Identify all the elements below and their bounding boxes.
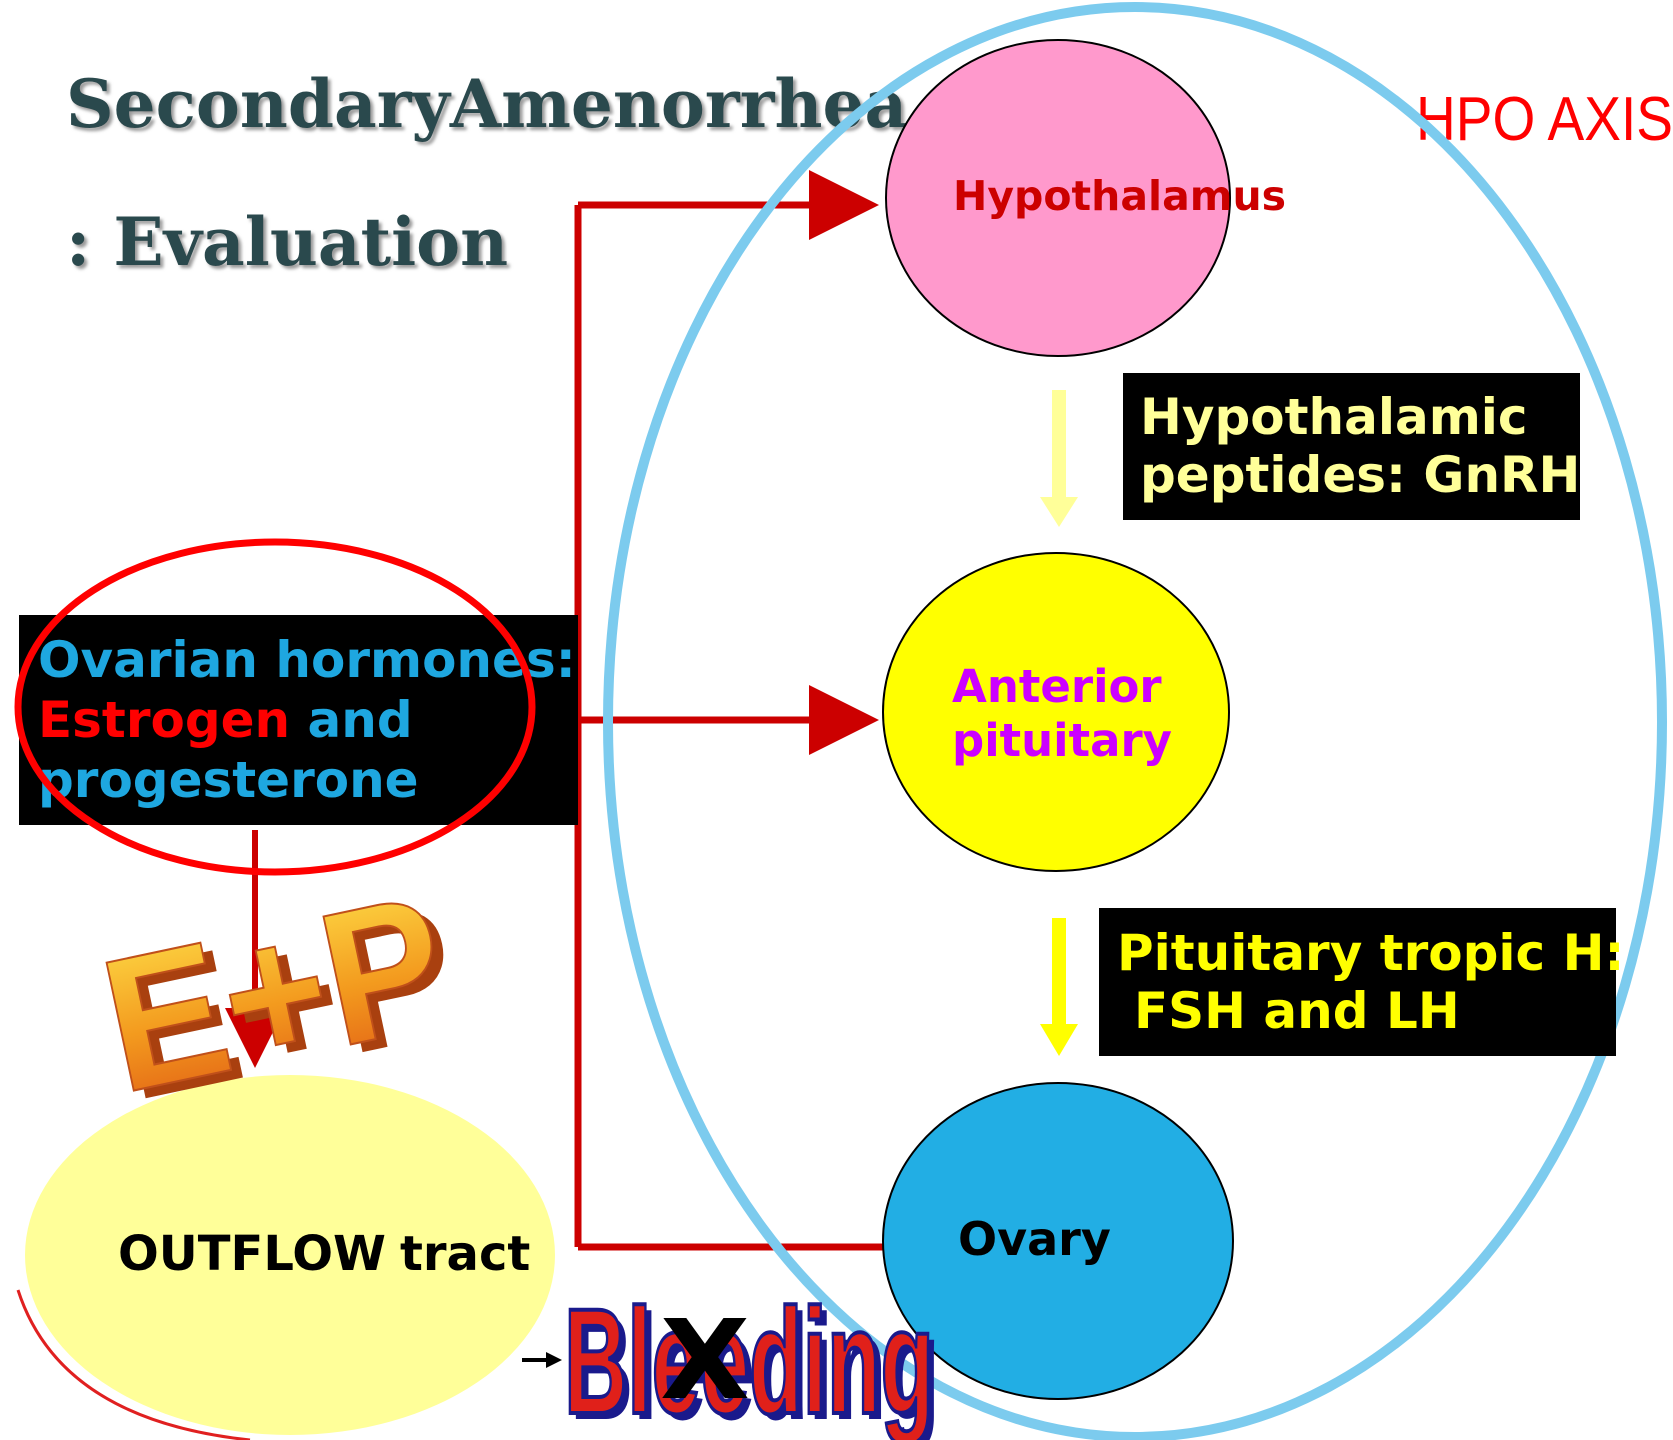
outflow-tract-ellipse <box>25 1075 555 1435</box>
ovary-node <box>882 1082 1234 1400</box>
hpo-axis-ellipse <box>603 2 1667 1440</box>
anterior-pituitary-label-line2: pituitary <box>952 714 1172 767</box>
gnrh-arrow <box>1040 390 1078 527</box>
slide-title-line2: : Evaluation <box>66 203 508 281</box>
gnrh-label-box <box>1123 373 1580 520</box>
anterior-pituitary-node <box>882 552 1230 872</box>
hypothalamus-label: Hypothalamus <box>953 172 1286 220</box>
hpo-axis-label: HPO AXIS <box>1416 85 1673 154</box>
estrogen-word: Estrogen <box>38 691 290 749</box>
svg-text:Bleeding: Bleeding <box>564 1277 934 1440</box>
ovarian-hormones-line3: progesterone <box>38 751 419 809</box>
bleeding-blocked-x: X <box>660 1296 750 1424</box>
slide-title-line1: SecondaryAmenorrhea <box>66 65 907 143</box>
anterior-pituitary-label-line1: Anterior <box>952 660 1162 713</box>
bleeding-wordart: Bleeding Bleeding <box>562 1275 940 1440</box>
gnrh-label-line2: peptides: GnRH <box>1140 446 1580 504</box>
svg-text:Bleeding: Bleeding <box>570 1283 940 1440</box>
hypothalamus-node <box>885 39 1231 357</box>
ovarian-hormones-line2: Estrogen and <box>38 691 413 749</box>
tropic-label-line1: Pituitary tropic H: <box>1117 924 1624 982</box>
tropic-label-box <box>1099 908 1616 1056</box>
svg-text:E+P: E+P <box>87 855 464 1133</box>
ovarian-hormones-box <box>19 615 578 825</box>
ovary-label: Ovary <box>958 1212 1111 1266</box>
tropic-hormone-arrow <box>1040 918 1078 1056</box>
gnrh-label-line1: Hypothalamic <box>1140 388 1528 446</box>
ovarian-hormones-line1: Ovarian hormones: <box>38 631 576 689</box>
outflow-shadow-arc <box>16 1289 251 1440</box>
ovarian-highlight-circle <box>14 538 536 876</box>
tropic-label-line2: FSH and LH <box>1134 982 1460 1040</box>
outflow-to-bleeding-arrow <box>522 1352 562 1368</box>
